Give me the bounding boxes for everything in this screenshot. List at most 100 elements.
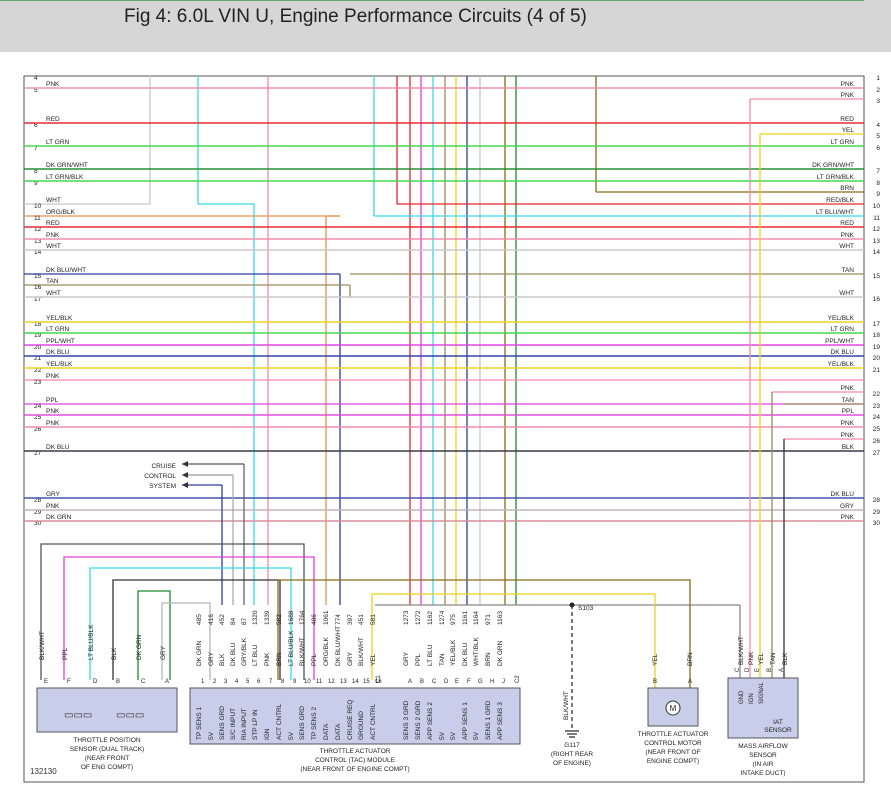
left-wire-number: 21: [34, 355, 42, 362]
ground-wire-label: BLK/WHT: [563, 691, 570, 720]
right-wire-label: GRY: [840, 503, 855, 510]
left-wire-label: GRY: [46, 491, 61, 498]
tac-c2-circuit: 1164: [473, 611, 480, 625]
right-wire-label: PNK: [841, 385, 855, 392]
tac-c1-wire: LT BLU: [252, 644, 259, 666]
tac-c2-wire: DK BLU: [462, 642, 469, 666]
tac-c2-wire: PPL: [415, 653, 422, 666]
figure-header: Fig 4: 6.0L VIN U, Engine Performance Ci…: [0, 0, 891, 52]
left-wire-number: 6: [34, 122, 38, 129]
tac-c2-func: SENS 3 GRD: [403, 700, 410, 740]
motor-wire-label: BRN: [687, 652, 694, 666]
left-wire-number: 30: [34, 520, 42, 527]
tac-c1-circuit: 582: [276, 614, 283, 625]
right-wire-number: 6: [876, 145, 880, 152]
left-wire-label: PNK: [46, 373, 60, 380]
right-wire-number: 17: [873, 321, 881, 328]
tac-c2-pin: E: [455, 679, 459, 685]
right-wire-label: BLK: [842, 444, 855, 451]
tac-c2-func: APP SENS 1: [462, 702, 469, 740]
tac-c1-func: TP SENS 1: [196, 706, 203, 740]
right-wire-number: 24: [873, 414, 881, 421]
tac-c1-wire: BLK: [219, 653, 226, 666]
tac-c2-circuit: 1163: [497, 611, 504, 625]
tac-c1-wire: DK GRN: [196, 640, 203, 666]
tac-c2-pin: A: [408, 679, 412, 685]
right-wire-label: LT GRN: [831, 139, 855, 146]
left-wire-label: YEL/BLK: [46, 315, 73, 322]
right-wire-number: 1: [876, 75, 880, 82]
motor-symbol: M: [670, 704, 677, 713]
right-wire-label: LT BLU/WHT: [816, 209, 854, 216]
tps-connector: [36, 687, 178, 733]
tac-c2-circuit: 1273: [403, 610, 410, 625]
left-wire-number: 17: [34, 296, 42, 303]
tac-c1-circuit: 1339: [264, 610, 271, 625]
tps-wire-label: BLK: [111, 647, 118, 660]
tac-c1-circuit: 1061: [323, 610, 330, 625]
right-wire-number: 23: [873, 403, 881, 410]
left-wire-number: 19: [34, 332, 42, 339]
tac-c2-circuit: 971: [485, 614, 492, 625]
left-wire-number: 10: [34, 203, 42, 210]
tac-c1-pin: 16: [375, 679, 382, 685]
right-wire-number: 31: [873, 0, 881, 2]
maf-inner-label: SENSOR: [764, 727, 792, 734]
tac-c2-circuit: 1274: [439, 610, 446, 625]
left-wire-label: WHT: [46, 290, 61, 297]
left-wire-label: DK BLU: [46, 349, 70, 356]
left-wire-label: DK GRN: [46, 514, 72, 521]
tac-c1-wire: GRY: [347, 651, 354, 666]
tac-c1-pin: 3: [224, 679, 228, 685]
cruise-control-label: CONTROL: [144, 473, 176, 480]
tps-wire-label: LT BLU/BLK: [88, 624, 95, 660]
right-wire-number: 16: [873, 296, 881, 303]
tac-c1-circuit: 774: [335, 614, 342, 625]
left-wire-label: RED: [46, 116, 60, 123]
tac-c1-func: RIA INPUT: [241, 708, 248, 740]
left-wire-label: PNK: [46, 232, 60, 239]
motor-wire-label: YEL: [652, 653, 659, 666]
tac-c1-func: DATA: [335, 723, 342, 740]
tac-c1-pin: 8: [281, 679, 285, 685]
tac-c1-pin: 12: [328, 679, 335, 685]
tac-c1-pin: 7: [269, 679, 273, 685]
right-wire-label: PNK: [841, 514, 855, 521]
left-wire-label: PNK: [46, 503, 60, 510]
left-wire-label: ORG/BLK: [46, 209, 76, 216]
right-wire-label: PNK: [841, 232, 855, 239]
right-wire-number: 22: [873, 391, 881, 398]
maf-caption: SENSOR: [749, 752, 777, 759]
right-wire-label: YEL/BLK: [828, 361, 855, 368]
left-wire-label: PNK: [46, 408, 60, 415]
right-wire-number: 26: [873, 438, 881, 445]
right-wire-number: 2: [876, 87, 880, 94]
right-wire-number: 7: [876, 168, 880, 175]
tac-c2-circuit: 975: [450, 614, 457, 625]
tac-c1-wire: GRY/BLK: [241, 637, 248, 666]
tac-c2-circuit: 1162: [427, 611, 434, 625]
tac-c2-wire: DK GRN: [497, 640, 504, 666]
maf-caption: (IN AIR: [753, 761, 774, 768]
tac-c1-wire: BRN: [276, 652, 283, 666]
tac-c1-func: 5V: [208, 731, 215, 740]
tan-bend: [349, 285, 352, 298]
tac-c1-func: CRUISE REQ: [347, 700, 354, 740]
left-wire-label: LT GRN: [46, 326, 70, 333]
tac-c2-func: SENS 2 GRD: [415, 700, 422, 740]
tac-c1-wire: LT BLU/BLK: [288, 630, 295, 666]
maf-wire-label: YEL: [758, 652, 765, 665]
ground-caption: (RIGHT REAR: [551, 751, 593, 758]
right-wire-number: 10: [873, 203, 881, 210]
tac-c1-pin: 13: [340, 679, 347, 685]
right-wire-label: LT GRN/BLK: [817, 174, 855, 181]
left-wire-number: 27: [34, 450, 42, 457]
tac-c2-pin: H: [490, 679, 494, 685]
tac-caption: CONTROL (TAC) MODULE: [315, 757, 395, 764]
tac-c2-pin: C: [432, 679, 437, 685]
right-wire-label: PNK: [841, 432, 855, 439]
maf-inner-label: IAT: [773, 719, 783, 726]
motor-yel-wire: [371, 593, 656, 688]
motor-pin: A: [688, 679, 692, 685]
tac-c1-circuit: 452: [219, 614, 226, 625]
